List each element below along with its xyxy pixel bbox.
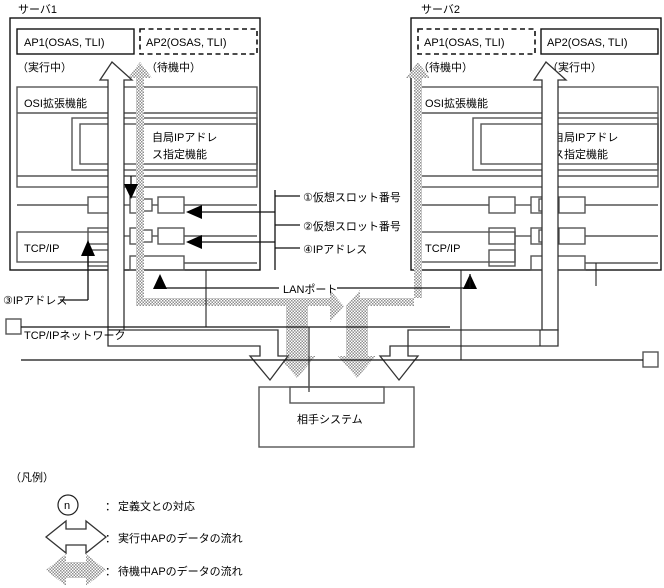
server2-group: サーバ2 AP1(OSAS, TLI) （待機中） AP2(OSAS, TLI)…: [410, 3, 662, 271]
server2-own-ip-line1: 自局IPアドレ: [553, 131, 618, 144]
standby-flow-server2: [346, 62, 430, 322]
server2-slot-c1: [488, 249, 516, 267]
standby-arrow-to-peer-left: [278, 306, 316, 378]
server1-own-ip-line1: 自局IPアドレ: [152, 131, 217, 144]
server1-own-ip-line2: ス指定機能: [152, 147, 207, 161]
server2-slot-a1: [488, 196, 516, 214]
legend-circled-n-text: n: [64, 500, 70, 512]
lan-port-arrowhead-left: [153, 274, 167, 289]
standby-arrow-to-peer-right: [338, 306, 376, 378]
active-flow-server2: [532, 61, 568, 331]
double-arrow-hollow-icon: [44, 519, 108, 555]
server1-ap2-box: [139, 28, 258, 55]
double-arrow-dotted-icon: [46, 554, 106, 586]
server1-slot-b4: [157, 227, 185, 245]
server2-ap2-label: AP2(OSAS, TLI): [547, 37, 628, 49]
server1-group: サーバ1 AP1(OSAS, TLI) （実行中） AP2(OSAS, TLI)…: [9, 3, 261, 271]
legend-group: （凡例） n ： 定義文との対応 ： 実行中APのデータの流れ ： 待機中APの…: [10, 470, 243, 586]
peer-system-group: 相手システム: [258, 386, 415, 448]
server1-own-ip-box: [79, 123, 258, 165]
server1-slot-a4: [157, 196, 185, 214]
callout-1-arrowhead: [186, 205, 202, 219]
peer-system-port: [289, 386, 385, 404]
circled-n-icon: [57, 494, 79, 516]
server2-ap1-state: （待機中）: [418, 60, 473, 74]
legend-item-1-text: ：: [105, 501, 116, 513]
server2-slot-b4: [558, 227, 586, 245]
server2-ap2-state: （実行中）: [547, 60, 602, 74]
server1-title: サーバ1: [18, 3, 57, 16]
callout-2-label: ②仮想スロット番号: [303, 219, 401, 233]
server2-tcpip-label: TCP/IP: [425, 243, 460, 255]
server2-osi-inner-box: [472, 117, 659, 171]
callout-1-label: ①仮想スロット番号: [303, 190, 401, 204]
server1-tcpip-label: TCP/IP: [24, 243, 59, 255]
active-arrow-to-peer-left: [107, 329, 290, 382]
legend-item-3-sep: ：: [105, 566, 116, 578]
server1-ap1-state: （実行中）: [17, 60, 72, 74]
server1-ap1-box: [16, 28, 135, 55]
server1-osi-inner-box: [71, 117, 258, 171]
active-flow-server1: [98, 61, 134, 331]
server1-ap1-label: AP1(OSAS, TLI): [24, 37, 105, 49]
server2-own-ip-box: [480, 123, 659, 165]
network-terminator-left: [5, 318, 22, 335]
callout-3-arrowhead: [81, 240, 95, 256]
active-flow-arrow-group: [98, 61, 568, 382]
callout-4-label: ④IPアドレス: [303, 244, 367, 256]
server1-osi-label: OSI拡張機能: [24, 96, 87, 110]
legend-item-1-desc: 定義文との対応: [118, 499, 195, 513]
callout-3-label: ③IPアドレス: [3, 295, 67, 307]
callout-2-arrowhead: [186, 235, 202, 249]
legend-item-3-desc: 待機中APのデータの流れ: [118, 564, 243, 578]
peer-system-label: 相手システム: [297, 412, 363, 426]
server1-ap2-label: AP2(OSAS, TLI): [146, 37, 227, 49]
server2-own-ip-line2: ス指定機能: [553, 147, 608, 161]
active-arrow-to-peer-right: [378, 329, 559, 382]
server1-ap2-state: （待機中）: [146, 60, 201, 74]
server2-ap1-label: AP1(OSAS, TLI): [424, 37, 505, 49]
callout-group: ①仮想スロット番号 ②仮想スロット番号 ④IPアドレス ③IPアドレス LANポ…: [3, 176, 477, 307]
tcpip-network-group: TCP/IPネットワーク: [5, 263, 659, 392]
network-label: TCP/IPネットワーク: [24, 329, 125, 342]
legend-item-2-desc: 実行中APのデータの流れ: [118, 531, 243, 545]
server2-slot-a4: [558, 196, 586, 214]
network-terminator-right: [642, 351, 659, 368]
server2-title: サーバ2: [421, 3, 460, 16]
server2-ap1-box: [417, 28, 536, 55]
legend-title: （凡例）: [10, 470, 54, 484]
lan-port-label: LANポート: [283, 283, 337, 296]
legend-item-2-sep: ：: [105, 533, 116, 545]
server2-slot-b1: [488, 227, 516, 245]
server2-osi-label: OSI拡張機能: [425, 96, 488, 110]
server1-down-arrowhead: [124, 184, 138, 199]
server2-ap2-box: [540, 28, 659, 55]
